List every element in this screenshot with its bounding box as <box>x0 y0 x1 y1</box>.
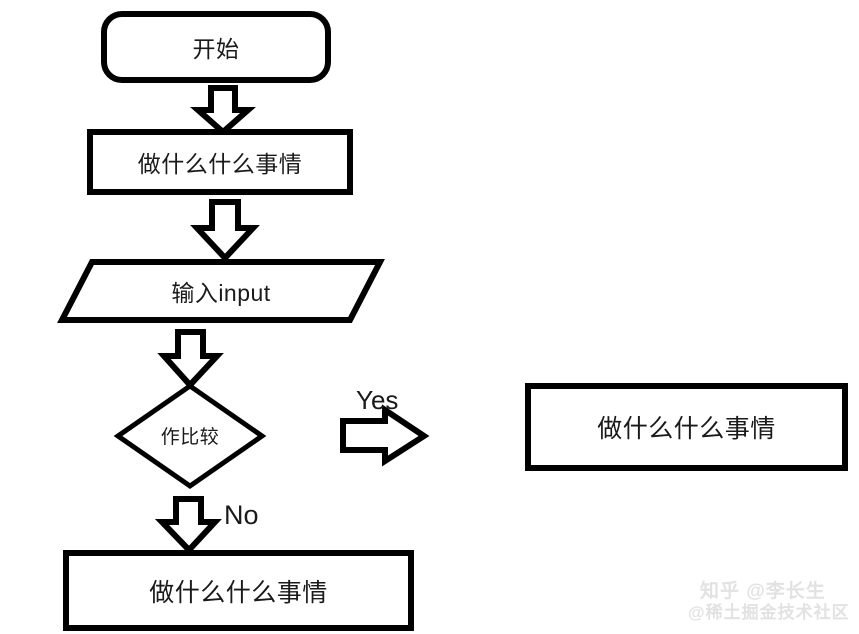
arrow-decision-to-no-icon <box>154 496 222 555</box>
node-label-input: 输入input <box>171 280 271 306</box>
shape-start-rounded-rectangle[interactable] <box>101 11 331 83</box>
node-label-decision: 作比较 <box>160 426 220 448</box>
node-label-process1: 做什么什么事情 <box>137 151 303 177</box>
node-label-no-branch: 做什么什么事情 <box>149 578 328 607</box>
node-label-start: 开始 <box>192 36 240 62</box>
arrow-decision-to-yes-icon <box>340 404 430 467</box>
arrow-process1-to-input-icon <box>190 199 260 263</box>
shape-yes-branch-rectangle[interactable] <box>525 383 848 471</box>
shape-decision-diamond[interactable] <box>113 382 267 490</box>
arrow-input-to-decision-icon <box>157 329 224 390</box>
edge-label-no: No <box>224 500 259 530</box>
shape-process1-rectangle[interactable] <box>87 129 353 195</box>
shape-no-branch-rectangle[interactable] <box>63 550 414 631</box>
arrow-start-to-process1-icon <box>190 85 256 136</box>
node-label-yes-branch: 做什么什么事情 <box>597 415 776 443</box>
shape-input-parallelogram[interactable] <box>57 259 385 323</box>
watermark-platform: @稀土掘金技术社区 <box>688 603 850 622</box>
watermark-author: 知乎 @李长生 <box>700 581 826 602</box>
edge-label-yes: Yes <box>356 385 399 415</box>
